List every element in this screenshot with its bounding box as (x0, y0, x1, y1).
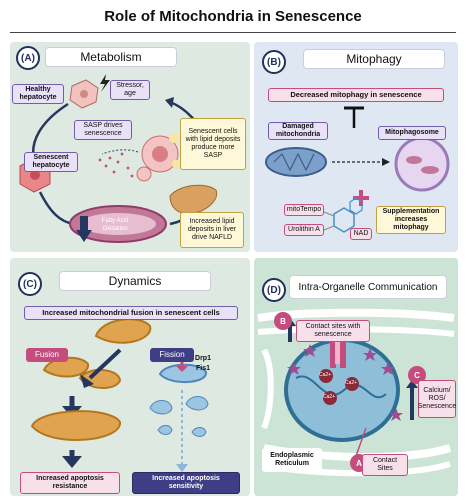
apoptosis-resistance-label: Increased apoptosis resistance (20, 472, 120, 494)
liver-icon (169, 184, 218, 215)
fao-label: Fatty Acid Oxidation (101, 218, 129, 232)
damaged-mitochondrion (265, 147, 327, 177)
panel-intra-organelle: (D) Intra-Organelle Communication B Cont… (254, 258, 458, 496)
fission-label: Fission (150, 348, 194, 362)
figure-title: Role of Mitochondria in Senescence (104, 8, 362, 25)
calcium-ion (319, 369, 333, 383)
healthy-hepatocyte-label: Healthy hepatocyte (12, 84, 64, 104)
contact-sites-label: Contact Sites (362, 454, 408, 476)
drp1-label: Drp1 (195, 355, 211, 362)
mitotempo-label: mitoTempo (284, 204, 324, 216)
panel-metabolism: (A) Metabolism Healthy hepatocyte Stress… (10, 42, 250, 252)
down-arrow-icon (76, 230, 92, 242)
ion-label-2: Ca2+ (344, 380, 358, 386)
panel-d-tag: (D) (262, 278, 286, 302)
panel-dynamics: (C) Dynamics Increased mitochondrial fus… (10, 258, 250, 496)
er-membrane (257, 308, 455, 322)
panel-b-tag: (B) (262, 50, 286, 74)
fused-mitochondrion (30, 410, 122, 441)
urolithin-label: Urolithin A (284, 224, 324, 236)
apoptosis-sensitivity-label: Increased apoptosis sensitivity (132, 472, 240, 494)
stressor-label: Stressor, age (110, 80, 150, 100)
fis1-label: Fis1 (195, 365, 210, 372)
sasp-drives-label: SASP drives senescence (74, 120, 132, 140)
panel-b-heading: Mitophagy (304, 50, 444, 68)
senescent-hepatocyte-label: Senescent hepatocyte (24, 152, 78, 172)
mitophagosome (394, 136, 450, 192)
calcium-ros-label: Calcium/ ROS/ Senescence (418, 380, 456, 418)
fusion-label: Fusion (26, 348, 68, 362)
nafld-label: Increased lipid deposits in liver drive … (180, 212, 244, 248)
panel-b-drawing (265, 106, 450, 233)
lightning-icon (100, 74, 110, 92)
panel-c-heading: Dynamics (60, 272, 210, 290)
ion-label-1: Ca2+ (318, 372, 332, 378)
panel-d-drawing (257, 308, 455, 477)
calcium-tag: C (408, 366, 426, 384)
panel-c-drawing (30, 318, 209, 472)
contact-sites-senescence-label: Contact sites with senescence (296, 320, 370, 342)
fission-mitochondrion (158, 363, 207, 384)
mitophagosome-label: Mitophagosome (378, 126, 446, 140)
panel-d-heading: Intra-Organelle Communication (290, 276, 446, 298)
panel-mitophagy: (B) Mitophagy Decreased mitophagy in sen… (254, 42, 458, 252)
panel-a-drawing (19, 74, 218, 243)
fusion-mitochondrion-top (94, 318, 152, 344)
panel-c-tag: (C) (18, 272, 42, 296)
panel-a-heading: Metabolism (46, 48, 176, 66)
contact-b-tag: B (274, 312, 292, 330)
senescent-cells-label: Senescent cells with lipid deposits prod… (180, 118, 246, 170)
nad-label: NAD (350, 228, 372, 240)
title-divider (10, 32, 456, 33)
panel-a-tag: (A) (16, 46, 40, 70)
supplementation-label: Supplementation increases mitophagy (376, 206, 446, 234)
er-label: Endoplasmic Reticulum (262, 448, 322, 472)
decreased-mitophagy-banner: Decreased mitophagy in senescence (268, 88, 444, 102)
damaged-mitochondria-label: Damaged mitochondria (268, 122, 328, 140)
increased-fusion-banner: Increased mitochondrial fusion in senesc… (24, 306, 238, 320)
ion-label-3: Ca2+ (322, 394, 336, 400)
